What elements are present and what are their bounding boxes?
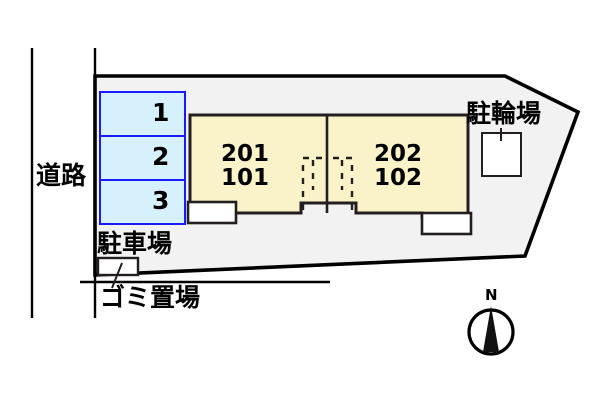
unit-202-number: 202 [374,141,423,167]
unit-102-entry-box [420,211,473,236]
bicycle-parking-label: 駐輪場 [466,99,542,128]
compass-north-label: N [485,286,498,304]
garbage-area-leader [111,262,123,289]
unit-201-number: 201 [221,141,270,167]
parking-stall-1-number: 1 [152,98,170,127]
stairs-right-dashed [333,156,354,213]
unit-102-number: 102 [374,165,423,191]
parking-stall-3[interactable] [99,179,186,225]
parking-stall-1[interactable] [99,91,186,137]
compass-rose [467,306,515,356]
road-label: 道路 [36,161,87,190]
stairs-left-dashed [301,156,322,213]
bicycle-parking-box[interactable] [481,132,522,177]
garbage-label: ゴミ置場 [100,283,201,312]
unit-101-entry-box [186,200,238,225]
parking-label: 駐車場 [97,229,173,258]
unit-101-number: 101 [221,165,270,191]
parking-stall-2[interactable] [99,135,186,181]
parking-stall-3-number: 3 [152,186,170,215]
parking-stall-2-number: 2 [152,142,170,171]
